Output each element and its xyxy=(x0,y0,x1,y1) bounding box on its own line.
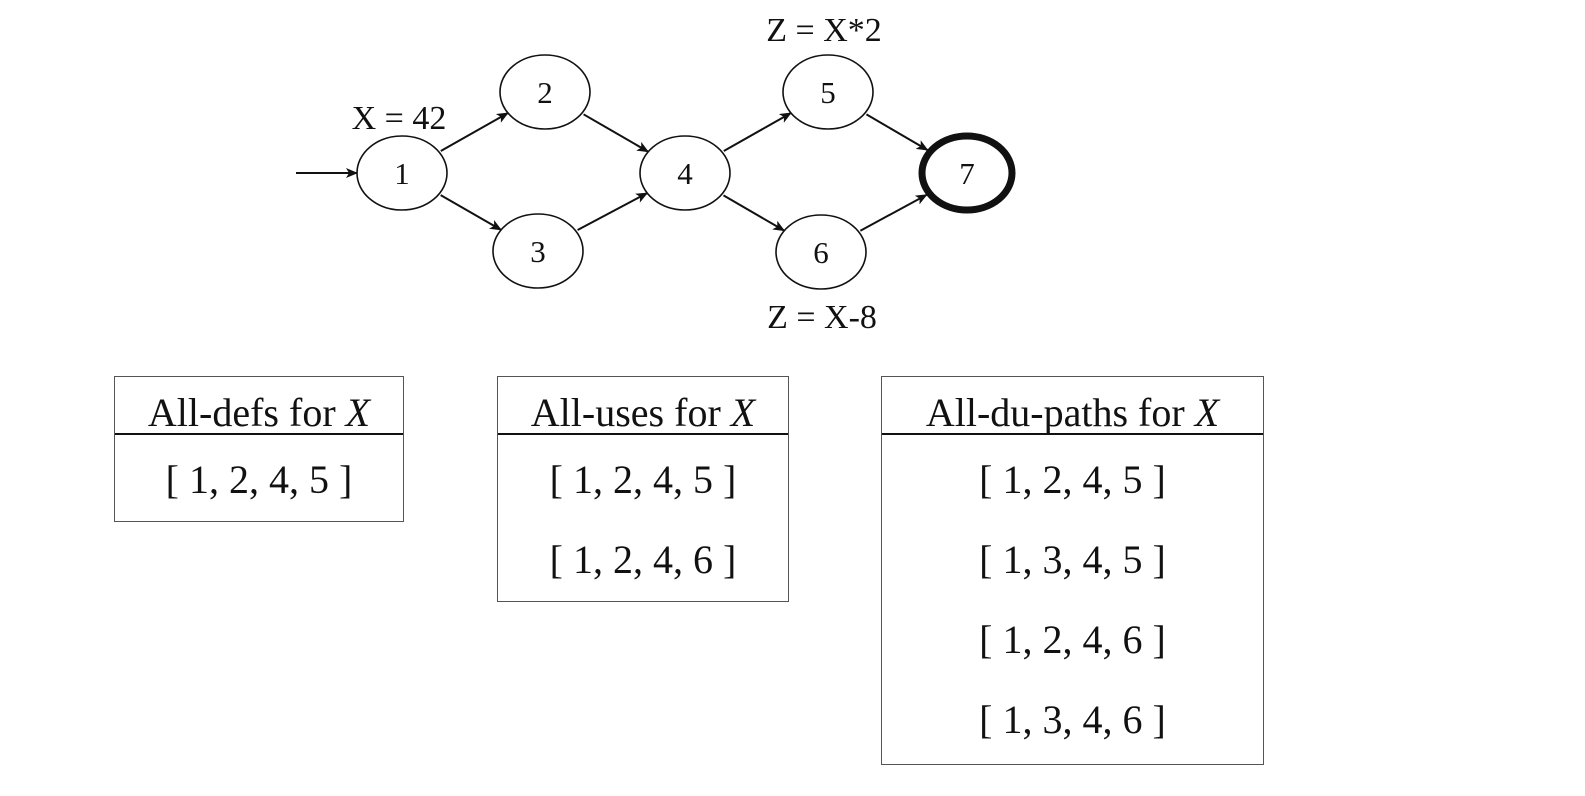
final-node-circle xyxy=(918,132,1016,214)
all-uses-title: All-uses for X xyxy=(498,377,788,435)
node6-annotation: Z = X-8 xyxy=(767,299,877,336)
node-3: 3 xyxy=(492,213,584,289)
node-circle xyxy=(775,214,867,290)
node5-annotation: Z = X*2 xyxy=(766,12,882,49)
node-4: 4 xyxy=(639,135,731,211)
all-du-paths-title-prefix: All-du-paths for xyxy=(925,390,1195,435)
all-du-paths-rows: [ 1, 2, 4, 5 ] [ 1, 3, 4, 5 ] [ 1, 2, 4,… xyxy=(882,435,1263,760)
all-defs-table: All-defs for X [ 1, 2, 4, 5 ] xyxy=(114,376,404,522)
all-du-paths-table: All-du-paths for X [ 1, 2, 4, 5 ] [ 1, 3… xyxy=(881,376,1264,765)
path-row: [ 1, 2, 4, 5 ] xyxy=(549,457,737,502)
path-row: [ 1, 2, 4, 5 ] xyxy=(979,457,1166,502)
all-uses-rows: [ 1, 2, 4, 5 ] [ 1, 2, 4, 6 ] xyxy=(498,435,788,600)
edge-3-4 xyxy=(577,192,649,231)
all-defs-rows: [ 1, 2, 4, 5 ] xyxy=(115,435,403,520)
all-defs-title-prefix: All-defs for xyxy=(147,390,346,435)
node-5: 5 xyxy=(782,54,874,130)
node-label: 3 xyxy=(530,234,546,269)
node1-annotation: X = 42 xyxy=(352,100,447,137)
all-defs-title-var: X xyxy=(345,390,371,435)
all-uses-title-var: X xyxy=(730,390,756,435)
path-row: [ 1, 2, 4, 6 ] xyxy=(979,617,1166,662)
node-label: 7 xyxy=(959,156,975,191)
node-circle xyxy=(782,54,874,130)
all-du-paths-title: All-du-paths for X xyxy=(882,377,1263,435)
node-7: 7 xyxy=(918,132,1016,214)
path-row: [ 1, 2, 4, 5 ] xyxy=(165,457,353,502)
node-1: 1 xyxy=(356,135,448,211)
node-circle xyxy=(499,54,591,130)
node-label: 5 xyxy=(820,75,836,110)
edge-4-5 xyxy=(723,112,792,152)
all-uses-title-prefix: All-uses for xyxy=(530,390,731,435)
all-defs-title: All-defs for X xyxy=(115,377,403,435)
path-row: [ 1, 3, 4, 5 ] xyxy=(979,537,1166,582)
edge-1-3 xyxy=(440,194,502,231)
all-du-paths-title-var: X xyxy=(1194,390,1220,435)
node-2: 2 xyxy=(499,54,591,130)
path-row: [ 1, 3, 4, 6 ] xyxy=(979,697,1166,742)
node-circle xyxy=(356,135,448,211)
node-circle xyxy=(492,213,584,289)
node-label: 4 xyxy=(677,156,693,191)
all-uses-table: All-uses for X [ 1, 2, 4, 5 ] [ 1, 2, 4,… xyxy=(497,376,789,602)
edge-5-7 xyxy=(865,113,929,151)
node-circle xyxy=(639,135,731,211)
node-6: 6 xyxy=(775,214,867,290)
edge-1-2 xyxy=(440,112,509,152)
edge-6-7 xyxy=(859,193,928,232)
node-label: 6 xyxy=(813,235,829,270)
node-label: 1 xyxy=(394,156,410,191)
edge-4-6 xyxy=(723,194,786,232)
edge-2-4 xyxy=(583,113,650,153)
node-label: 2 xyxy=(537,75,553,110)
path-row: [ 1, 2, 4, 6 ] xyxy=(549,537,737,582)
